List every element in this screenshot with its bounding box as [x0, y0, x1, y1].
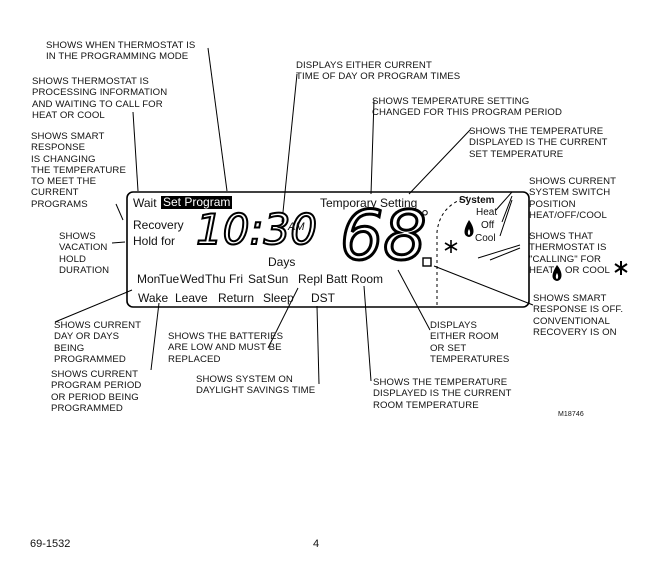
lcd-day-sun: Sun [267, 272, 289, 286]
callout-set-temperature: SHOWS THE TEMPERATURE DISPLAYED IS THE C… [469, 126, 608, 160]
lcd-hold-for: Hold for [133, 234, 176, 248]
callout-system-switch: SHOWS CURRENT SYSTEM SWITCH POSITION HEA… [529, 176, 617, 221]
lcd-temporary: Temporary [320, 196, 377, 210]
callout-calling: SHOWS THAT THERMOSTAT IS "CALLING" FOR [529, 231, 607, 265]
lcd-day-sat: Sat [248, 272, 267, 286]
lcd-day-wed: Wed [180, 272, 205, 286]
lcd-repl-batt: Repl Batt [298, 272, 348, 286]
lcd-off: Off [481, 220, 495, 231]
lcd-cool: Cool [475, 233, 496, 244]
doc-number: 69-1532 [30, 538, 71, 550]
callout-room-or-set: DISPLAYS EITHER ROOM OR SET TEMPERATURES [430, 320, 510, 365]
flame-icon [552, 265, 562, 281]
lcd-setting: Setting [380, 196, 418, 210]
lcd-room: Room [351, 272, 384, 286]
lcd-dst: DST [311, 291, 335, 305]
callout-batteries: SHOWS THE BATTERIES ARE LOW AND MUST BE … [168, 331, 284, 365]
callout-time-display: DISPLAYS EITHER CURRENT TIME OF DAY OR P… [296, 60, 461, 83]
figure-id: M18746 [558, 411, 584, 418]
lcd-system: System [459, 195, 495, 206]
lcd-frame [126, 191, 530, 308]
snowflake-icon [444, 240, 458, 253]
lcd-am: AM [288, 221, 305, 233]
flame-icon [464, 220, 474, 237]
system-divider [436, 196, 469, 307]
lcd-period-leave: Leave [175, 291, 208, 305]
lcd-period-wake: Wake [138, 291, 169, 305]
lcd-degree: ° [421, 207, 429, 229]
callout-calling-heat: HEAT [529, 265, 555, 276]
callout-room-temperature: SHOWS THE TEMPERATURE DISPLAYED IS THE C… [373, 377, 512, 411]
lcd-day-tue: Tue [159, 272, 180, 286]
callout-smart-response: SHOWS SMART RESPONSE IS CHANGING THE TEM… [31, 131, 126, 210]
square-indicator-icon [422, 257, 432, 267]
lcd-temperature: 68 [339, 197, 429, 276]
callout-processing: SHOWS THERMOSTAT IS PROCESSING INFORMATI… [32, 76, 168, 121]
lcd-heat: Heat [476, 207, 498, 218]
lcd-set-program: Set Program [161, 195, 233, 209]
callout-vacation-hold: SHOWS VACATION HOLD DURATION [59, 231, 110, 276]
lcd-day-fri: Fri [229, 272, 243, 286]
callout-dst: SHOWS SYSTEM ON DAYLIGHT SAVINGS TIME [196, 374, 316, 397]
callout-temp-setting-changed: SHOWS TEMPERATURE SETTING CHANGED FOR TH… [372, 96, 563, 119]
lcd-period-return: Return [218, 291, 255, 305]
callout-smart-off: SHOWS SMART RESPONSE IS OFF. CONVENTIONA… [533, 293, 624, 338]
lcd-wait: Wait [133, 196, 157, 210]
lcd-time: 10:30 [195, 205, 318, 255]
lcd-period-sleep: Sleep [263, 291, 294, 305]
callout-programming-mode: SHOWS WHEN THERMOSTAT IS IN THE PROGRAMM… [46, 40, 196, 63]
lcd-day-mon: Mon [137, 272, 161, 286]
page-number: 4 [313, 538, 320, 550]
callout-program-period: SHOWS CURRENT PROGRAM PERIOD OR PERIOD B… [51, 369, 142, 414]
lcd-days-label: Days [268, 255, 296, 269]
snowflake-icon [614, 261, 628, 275]
callout-current-day: SHOWS CURRENT DAY OR DAYS BEING PROGRAMM… [54, 320, 142, 365]
lcd-recovery: Recovery [133, 218, 184, 232]
callout-calling-cool: OR COOL [565, 265, 610, 276]
lcd-day-thu: Thu [205, 272, 226, 286]
